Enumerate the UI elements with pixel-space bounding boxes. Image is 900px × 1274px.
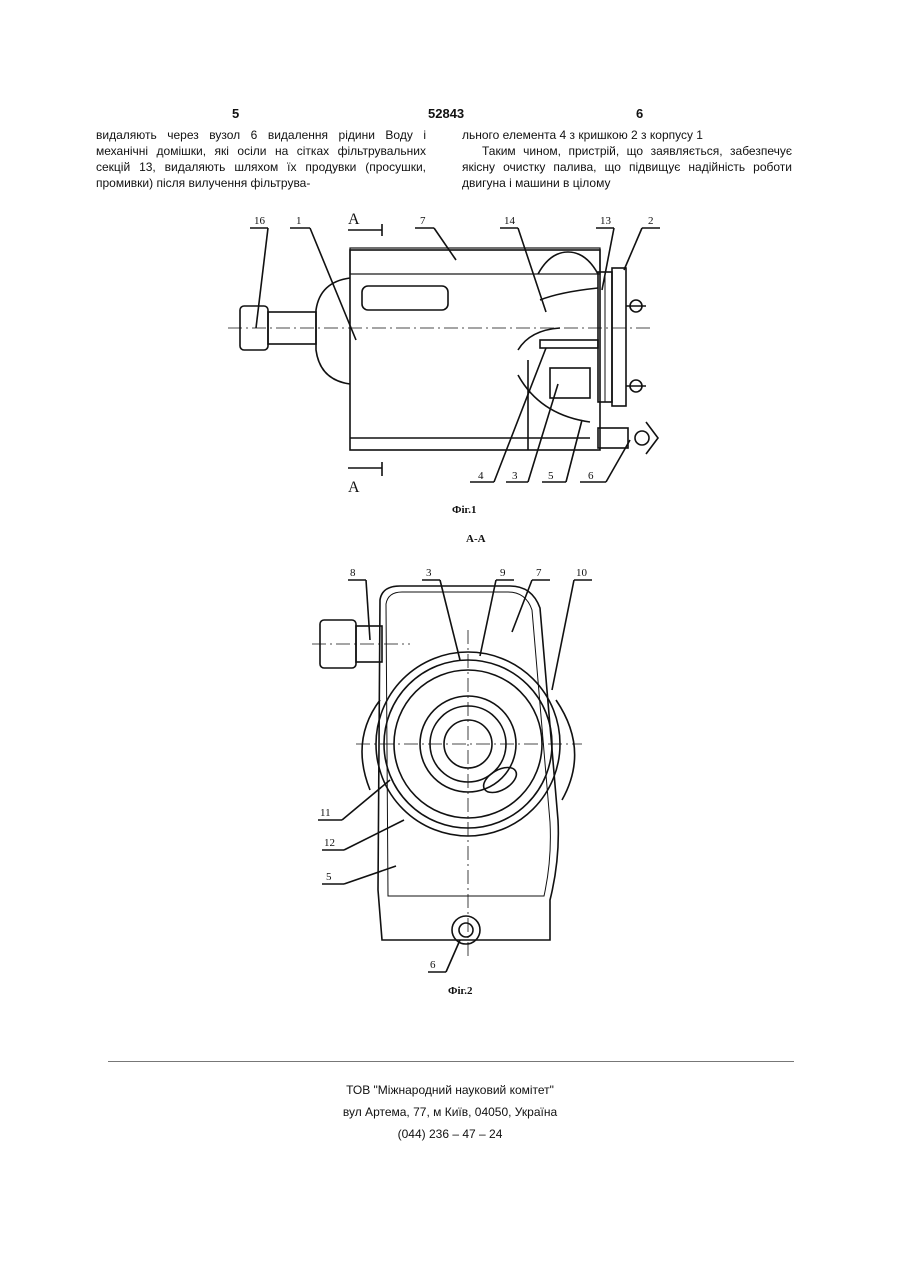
right-text-column: льного елемента 4 з кришкою 2 з корпусу … (462, 127, 792, 191)
fig1-label-16: 16 (254, 215, 266, 227)
fig2-label-8: 8 (350, 567, 356, 579)
fig2-label-6: 6 (430, 959, 436, 971)
fig1-label-2: 2 (648, 215, 654, 227)
fig2-label-5: 5 (326, 871, 332, 883)
patent-number: 52843 (428, 106, 464, 121)
fig2-label-3: 3 (426, 567, 432, 579)
section-mark-top: А (348, 211, 360, 228)
page-number-left: 5 (232, 106, 239, 121)
fig1-label-7: 7 (420, 215, 426, 227)
section-title: А-А (466, 533, 486, 545)
fig2-label-7: 7 (536, 567, 542, 579)
footer-divider (108, 1061, 794, 1062)
fig1-label-4: 4 (478, 470, 484, 482)
fig2-label-11: 11 (320, 807, 331, 819)
figure-2-drawing: 8 3 9 7 10 11 12 5 6 (300, 560, 600, 980)
footer-company: ТОВ "Міжнародний науковий комітет" (0, 1083, 900, 1097)
fig2-label-12: 12 (324, 837, 335, 849)
footer-phone: (044) 236 – 47 – 24 (0, 1127, 900, 1141)
fig1-label-6: 6 (588, 470, 594, 482)
left-paragraph: видаляють через вузол 6 видалення рідини… (96, 127, 426, 191)
footer-address: вул Артема, 77, м Київ, 04050, Україна (0, 1105, 900, 1119)
fig2-label-10: 10 (576, 567, 588, 579)
housing-body-outline (350, 250, 600, 450)
fig1-label-5: 5 (548, 470, 554, 482)
section-mark-bottom: А (348, 479, 360, 496)
fig1-label-3: 3 (512, 470, 518, 482)
fig1-label-1: 1 (296, 215, 302, 227)
fig1-label-13: 13 (600, 215, 612, 227)
fig2-label-9: 9 (500, 567, 506, 579)
fig1-label-14: 14 (504, 215, 516, 227)
right-paragraph-2: Таким чином, пристрій, що заявляється, з… (462, 143, 792, 191)
page-number-right: 6 (636, 106, 643, 121)
figure-2-caption: Фіг.2 (448, 985, 473, 997)
left-text-column: видаляють через вузол 6 видалення рідини… (96, 127, 426, 191)
right-paragraph-1: льного елемента 4 з кришкою 2 з корпусу … (462, 127, 792, 143)
figure-1-drawing: 16 1 7 14 13 2 4 3 5 6 А А (210, 200, 680, 500)
figure-1-caption: Фіг.1 (452, 504, 477, 516)
